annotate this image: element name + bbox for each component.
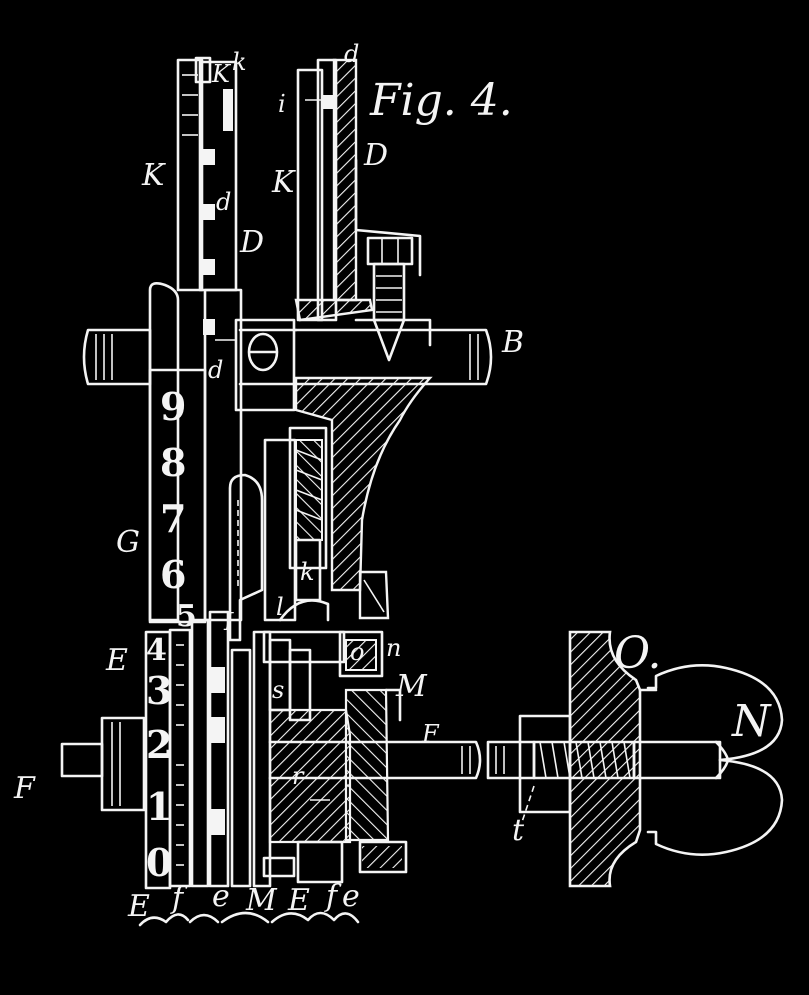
- label-latch-l: l: [276, 593, 284, 621]
- label-bottom-m: M: [245, 883, 278, 918]
- label-mid-d-big: D: [239, 225, 264, 260]
- label-mid-d-small: d: [216, 188, 231, 216]
- upper-digit: 5: [176, 599, 197, 634]
- lower-digit: 0: [146, 840, 172, 885]
- lower-digit: 1: [146, 784, 172, 829]
- slide-k-left: [176, 56, 238, 335]
- right-lug: [358, 570, 390, 620]
- upper-digit: 6: [160, 552, 186, 597]
- label-bottom-e3: E: [287, 883, 310, 918]
- label-dial-g: G: [116, 525, 140, 560]
- label-part-t: t: [512, 813, 525, 848]
- upper-digit: 9: [160, 384, 186, 429]
- label-top-i: i: [278, 90, 286, 118]
- lower-digit: 2: [146, 722, 172, 767]
- bolt-block: [234, 318, 296, 412]
- label-part-m: M: [395, 669, 428, 704]
- shaft-f: [60, 716, 482, 812]
- label-knob-o: O.: [614, 628, 661, 679]
- bottom-braces: [138, 911, 360, 927]
- figure-title: Fig. 4.: [369, 75, 513, 126]
- label-top-d: d: [344, 40, 359, 68]
- spring-housing: [263, 426, 330, 622]
- hub: [294, 298, 433, 592]
- label-part-n-small: n: [386, 634, 401, 662]
- set-screw: [366, 236, 414, 362]
- label-left-k: K: [141, 158, 166, 193]
- lower-digit: 4: [146, 633, 167, 668]
- shaft-b: [82, 328, 493, 386]
- label-part-i-lower: I: [223, 608, 234, 636]
- label-bottom-e1: E: [127, 889, 150, 924]
- label-shaft-f-right: F: [421, 720, 440, 748]
- label-knob-n: N: [731, 696, 772, 747]
- label-pivot-d: d: [208, 356, 223, 384]
- lower-housing: [262, 630, 408, 884]
- label-bottom-e4: e: [342, 879, 360, 914]
- label-shaft-b: B: [501, 325, 524, 360]
- knob-assembly: [486, 630, 784, 888]
- label-part-r: r: [292, 762, 305, 790]
- label-top-k-small: k: [232, 48, 247, 76]
- label-part-o-small: o: [350, 638, 364, 666]
- upper-digit: 8: [160, 440, 186, 485]
- label-bottom-e2: e: [212, 879, 230, 914]
- label-top-k: K: [211, 60, 232, 88]
- label-upper-d-right: D: [363, 138, 388, 173]
- label-upper-k-right: K: [271, 165, 296, 200]
- label-bottom-f2: f: [324, 879, 342, 914]
- label-shaft-f-left: F: [13, 771, 36, 806]
- dial-g: [148, 282, 264, 642]
- label-part-s: s: [272, 676, 284, 704]
- label-spring-k: k: [300, 558, 315, 586]
- upper-digit: 7: [160, 496, 186, 541]
- label-left-e: E: [105, 643, 128, 678]
- lower-digit: 3: [146, 668, 172, 713]
